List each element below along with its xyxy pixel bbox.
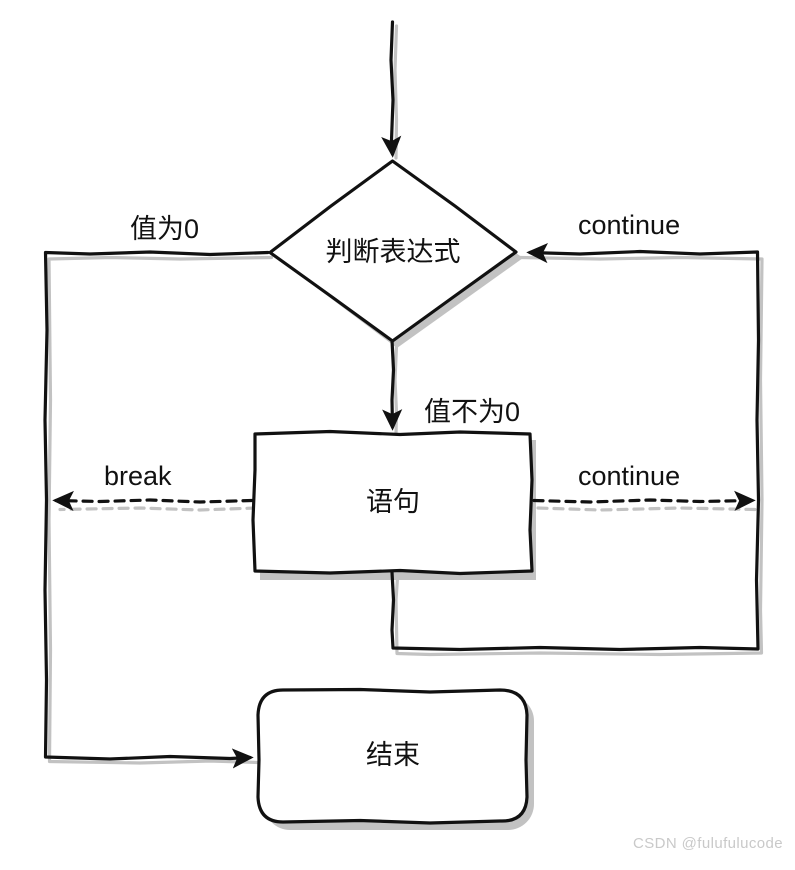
statement-node[interactable] (251, 429, 534, 576)
edge-break-to-end (43, 250, 270, 769)
edge-continue-loop (390, 242, 761, 652)
edge-break (52, 490, 254, 511)
statement-node-label: 语句 (366, 487, 420, 517)
left-path-shadow (47, 255, 274, 765)
right-path-shadow (394, 255, 764, 657)
edge-label-continue-right: continue (578, 461, 680, 491)
entry-arrow-shadow (393, 24, 399, 160)
edge-decision-to-statement (382, 338, 403, 431)
decision-node[interactable] (268, 159, 518, 343)
edge-layer (43, 20, 761, 769)
edge-label-continue-top: continue (578, 210, 680, 240)
decision-statement-shadow (393, 344, 399, 436)
end-node-label: 结束 (366, 740, 420, 770)
edge-label-value-zero: 值为0 (130, 214, 199, 244)
entry-arrow (381, 20, 402, 158)
edge-label-value-nonzero: 值不为0 (424, 397, 520, 427)
edge-continue-right (532, 490, 756, 511)
end-node[interactable] (256, 687, 529, 825)
watermark: CSDN @fulufulucode (633, 835, 783, 852)
continue-arrow-shadow (536, 506, 758, 512)
decision-node-label: 判断表达式 (326, 237, 461, 267)
node-layer: 判断表达式 语句 结束 (251, 159, 534, 825)
edge-label-layer: 值为0 continue 值不为0 break continue (104, 210, 680, 491)
edge-label-break: break (104, 461, 172, 491)
break-arrow-shadow (58, 506, 258, 512)
